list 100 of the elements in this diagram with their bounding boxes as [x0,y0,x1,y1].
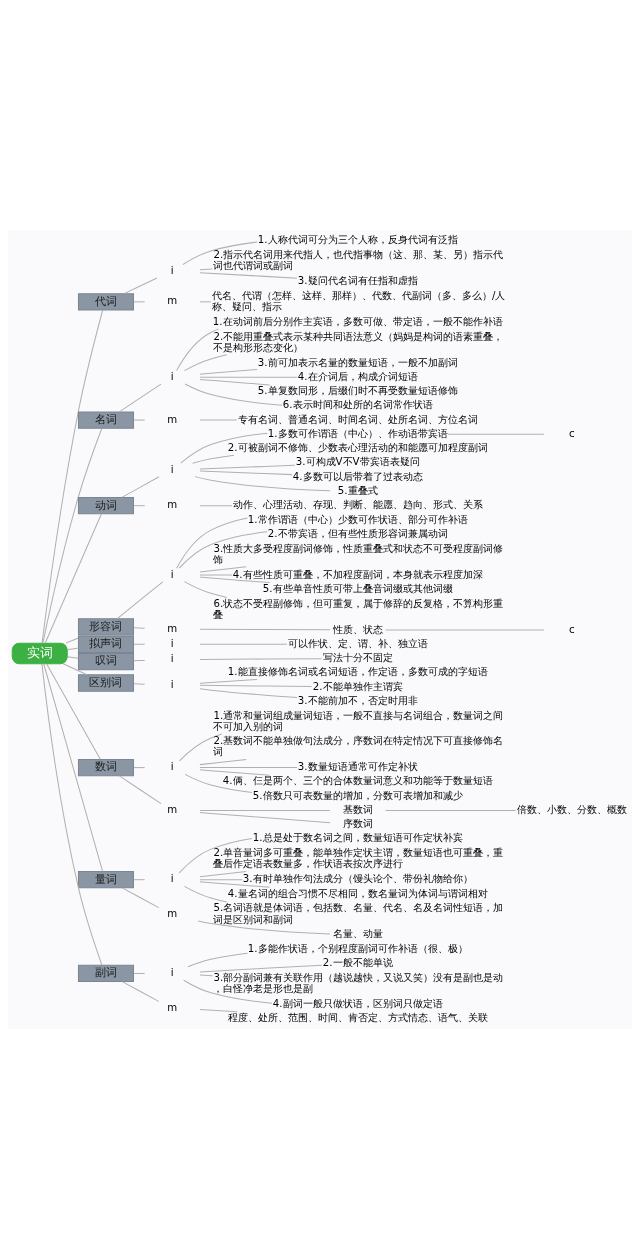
node-text: i [170,463,174,475]
node-text: 名量、动量 [332,927,383,939]
connector [121,886,160,908]
connector [199,684,313,687]
node-text: 1.总是处于数名词之间，数量短语可作定状补宾 [252,831,463,843]
node-text: 程度、处所、范围、时间、肯否定、方式情态、语气、关联 [227,1011,488,1023]
node-text: 倍数、小数、分数、概数 [516,803,627,815]
connector [183,580,228,598]
connector [133,419,146,421]
node-text: 1.多数可作谓语（中心）、作动语带宾语 [267,427,448,439]
connector [46,663,101,760]
node-text: 1.通常和量词组成量词短语，一般不直接与名词组合，数量词之间不可加入别的词 [213,709,504,732]
connector [199,628,331,630]
node-text: 可以作状、定、谓、补、独立语 [287,637,428,649]
connector [199,687,298,698]
node-text: 1.能直接修饰名词或名词短语，作定语，多数可成的字短语 [227,665,488,677]
connector [199,657,322,660]
node-text: 1.常作谓语（中心）少数可作状语、部分可作补语 [247,512,468,524]
node-box: 实词 [11,642,68,664]
node-text: 序数词 [342,817,373,829]
node-text: 1.多能作状语，个别程度副词可作补语（很、极） [247,942,468,954]
connector [199,766,298,768]
node-text: 3.不能前加不，否定时用非 [297,694,418,706]
node-text: 5.倍数只可表数量的增加，分数可表增加和减少 [252,789,463,801]
node-text: m [167,907,178,919]
node-text: m [167,803,178,815]
node-text: 5.重叠式 [337,484,378,496]
node-text: m [167,622,178,634]
node-text: 4.俩、仨是两个、三个的合体数量词意义和功能等于数量短语 [222,774,493,786]
node-text: 专有名词、普通名词、时间名词、处所名词、方位名词 [237,413,478,425]
connector [199,880,271,888]
connector [178,733,223,761]
node-text: 3.疑问代名词有任指和虚指 [297,274,418,286]
node-text: 性质、状态 [332,623,383,635]
node-text: 5.单复数同形，后缀们时不再受数量短语修饰 [257,384,458,396]
connector [176,327,220,371]
connector [184,383,283,406]
connector [192,454,235,464]
connector [199,368,258,375]
connector [199,268,213,270]
connector [133,504,146,506]
node-text: 6.状态不受程副修饰，但可重复，属于修辞的反复格，不算构形重叠 [213,597,504,620]
connector [183,353,228,371]
node-box: 副词 [77,964,134,982]
connector [123,277,158,294]
node-box: 拟声词 [77,635,134,653]
connector [385,809,517,811]
node-text: 2.不能单独作主谓宾 [312,680,403,692]
node-text: 代名、代谓（怎样、这样、那样）、代数、代副词（多、多么）/人称、疑问、指示 [211,289,506,312]
connector [133,878,146,880]
connector [199,643,288,645]
connector [385,629,545,630]
connector [199,376,298,378]
node-text: i [170,568,174,580]
connector [43,662,104,872]
connector [133,659,146,661]
connector [118,383,162,412]
node-box: 数词 [77,758,134,776]
connector [199,973,213,976]
connector [199,464,296,469]
connector [199,964,323,972]
connector [133,972,146,974]
connector [133,682,146,685]
node-text: 4.量名词的组合习惯不尽相同，数名量词为体词与谓词相对 [227,887,488,899]
node-box: 形容词 [77,617,134,636]
node-text: 3.可构成V不V带宾语表疑问 [295,455,420,467]
connector [187,952,249,967]
connector [121,475,160,498]
node-text: 基数词 [342,803,373,815]
connector [67,647,79,650]
node-text: 4.有些性质可重叠，不加程度副词，本身就表示程度加深 [232,568,483,580]
connector [199,678,258,684]
connector [199,768,271,776]
connector [182,240,258,265]
connector [199,1008,238,1012]
node-text: 写法十分不固定 [322,651,393,663]
node-text: 3.数量短语通常可作定补状 [297,760,418,772]
connector [199,576,271,583]
node-text: i [170,370,174,382]
node-text: 4.在介词后，构成介词短语 [297,370,418,382]
node-text: m [167,1001,178,1013]
node-text: 2.可被副词不修饰、少数表心理活动的和能愿可加程度副词 [227,441,488,453]
node-text: 2.基数词不能单独做句法成分，序数词在特定情况下可直接修饰名词 [213,734,504,757]
node-text: 2.不带宾语，但有些性质形容词兼属动词 [267,527,448,539]
node-box: 量词 [77,870,134,888]
node-box: 名词 [77,410,134,429]
connector [447,433,545,435]
connector [199,504,233,506]
connector [183,885,228,903]
node-text: m [167,413,178,425]
node-text: 2.单音量词多可重叠，能单独作定状主谓，数量短语也可重叠，重叠后作定语表数量多，作状语表按次序进行 [213,846,504,869]
connector [121,980,160,1002]
node-text: m [167,498,178,510]
connector [176,516,248,569]
connector [67,655,79,659]
connector [199,271,298,279]
node-text: c [568,427,575,439]
node-text: i [170,264,174,276]
connector [180,432,268,464]
node-text: 3.有时单独作句法成分（馒头论个、带份礼物给你） [242,872,473,884]
